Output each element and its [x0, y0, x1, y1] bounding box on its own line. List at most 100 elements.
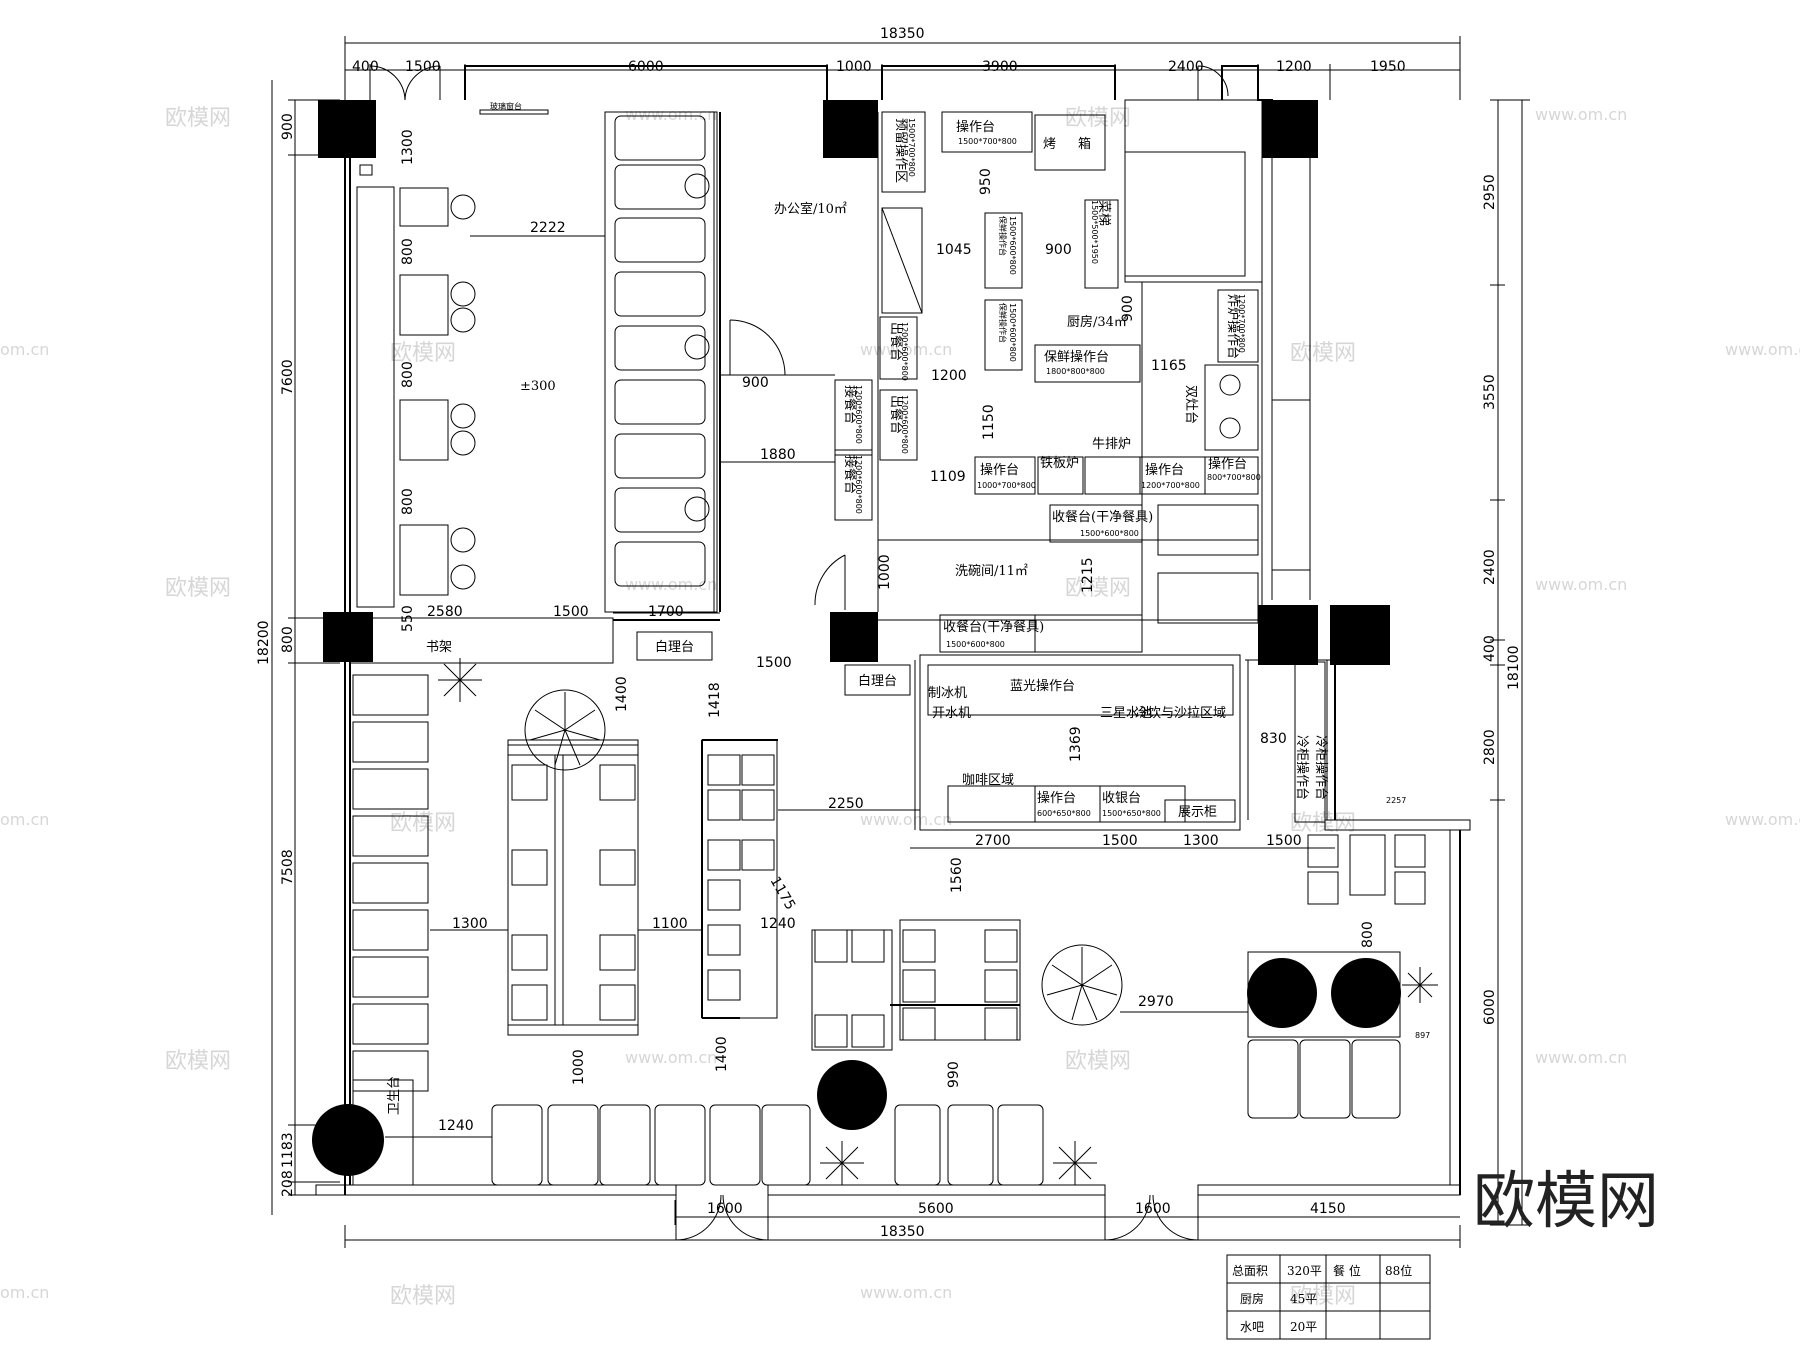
pass1-label: 接餐台	[842, 385, 858, 424]
dim: 1200	[931, 368, 967, 384]
blue-op-label: 蓝光操作台	[1010, 678, 1075, 694]
watermark-site: www.om.cn	[1535, 1048, 1627, 1067]
logo-text: 欧模网	[1473, 1164, 1659, 1237]
dim-left-seg: 208	[280, 1170, 296, 1197]
watermark-site: www.om.cn	[1535, 105, 1627, 124]
out1-spec: 1200*600*800	[900, 322, 909, 381]
bar-counter: 制冰机 开水机 蓝光操作台 三星水池 冷饮与沙拉区域 咖啡区域 操作台 600*…	[927, 664, 1329, 823]
dim-top-seg: 1950	[1370, 59, 1406, 75]
cabinet-label: 箱	[1078, 136, 1091, 152]
dim-left-total: 18200	[256, 620, 272, 665]
plants	[438, 658, 1438, 1185]
watermark-site: www.om.cn	[860, 810, 952, 829]
collect1-label: 收餐台(干净餐具)	[1052, 509, 1153, 525]
out2-spec: 1200*600*800	[900, 395, 909, 454]
dim-top-seg: 1500	[405, 59, 441, 75]
dim-right-seg: 2400	[1482, 549, 1498, 585]
fresh2-spec: 1500*600*800	[1008, 303, 1017, 362]
dim: 1240	[438, 1118, 474, 1134]
condiment1-label: 白理台	[655, 639, 694, 655]
table-cell: 餐 位	[1333, 1263, 1361, 1278]
watermark-text: 欧模网	[390, 811, 456, 836]
dim: 1300	[400, 129, 416, 165]
dim-top-seg: 2400	[1168, 59, 1204, 75]
dim: 1100	[652, 916, 688, 932]
watermark-text: 欧模网	[165, 576, 231, 601]
bottom-sofa	[491, 1104, 1044, 1186]
dining-right	[1247, 834, 1426, 1119]
watermark-text: 欧模网	[1290, 341, 1356, 366]
watermark-site: www.om.cn	[860, 340, 952, 359]
dim: 1000	[571, 1049, 587, 1085]
dim-right-seg: 6000	[1482, 989, 1498, 1025]
op4-spec: 800*700*800	[1207, 473, 1261, 482]
shelf-label: 书架	[426, 640, 452, 655]
watermark-text: 欧模网	[1290, 811, 1356, 836]
dim: 990	[946, 1061, 962, 1088]
ice-label: 制冰机	[928, 686, 967, 701]
watermark-text: 欧模网	[390, 1284, 456, 1309]
dim: 2700	[975, 833, 1011, 849]
cashier-label: 收银台	[1102, 791, 1141, 806]
cashier-spec: 1500*650*800	[1102, 809, 1161, 818]
label-wash: 洗碗间/11㎡	[955, 563, 1028, 579]
table-cell: 总面积	[1232, 1264, 1268, 1278]
dim: 900	[1045, 242, 1072, 258]
dim: 1045	[936, 242, 972, 258]
dim-top-seg: 400	[352, 59, 379, 75]
bar-area: 玻璃窗台 ±300	[356, 101, 556, 608]
booth-upper	[604, 111, 718, 613]
dim-top-seg: 1000	[836, 59, 872, 75]
stair-spec: 1500*500*1950	[1090, 200, 1099, 264]
dim-left-seg: 1183	[280, 1132, 296, 1168]
griddle-label: 铁板炉	[1040, 456, 1079, 471]
bar-side-label: 卫生台	[387, 1076, 402, 1115]
area-table: 总面积 320平 餐 位 88位 厨房 45平 水吧 20平	[1226, 1254, 1431, 1340]
fresh3-spec: 1800*800*800	[1046, 367, 1105, 376]
stair-label: 菜梯	[1096, 200, 1111, 226]
level-mark: ±300	[520, 379, 556, 394]
op3-label: 操作台	[1145, 462, 1184, 478]
oven-label: 烤	[1043, 137, 1056, 152]
table-cell: 320平	[1287, 1264, 1322, 1278]
cold-label: 冷饮与沙拉区域	[1135, 706, 1226, 721]
steak-label: 牛排炉	[1092, 437, 1131, 452]
dim: 550	[400, 605, 416, 632]
watermark-site: www.om.cn	[1535, 575, 1627, 594]
dim-right-seg: 2800	[1482, 729, 1498, 765]
pass2-spec: 1200*600*800	[854, 455, 863, 514]
dim: 1500	[756, 655, 792, 671]
dim: 1109	[930, 469, 966, 485]
watermark-site: www.om.cn	[1725, 340, 1800, 359]
dim: 1400	[714, 1036, 730, 1072]
prep-spec: 1500*700*800	[907, 118, 916, 177]
dim: 1880	[760, 447, 796, 463]
dim: 897	[1415, 1031, 1430, 1040]
dim-bottom-total: 18350	[880, 1224, 925, 1240]
dim: 1400	[614, 676, 630, 712]
watermark-text: 欧模网	[1290, 1284, 1356, 1309]
coffee-label: 咖啡区域	[962, 773, 1014, 788]
op4-label: 操作台	[1208, 456, 1247, 472]
watermark-site: www.om.cn	[860, 1283, 952, 1302]
dim: 1560	[949, 857, 965, 893]
dim-bottom-seg: 1600	[1135, 1201, 1171, 1217]
watermark-text: 欧模网	[165, 106, 231, 131]
top-dimensions: 18350 400 1500 6000 1000 3900 2400 1200 …	[344, 26, 1461, 100]
dim: 800	[1360, 921, 1376, 948]
inner-dimensions: 2222 900 1880 1300 800 800 800 550 2580 …	[385, 129, 1430, 1138]
label-office: 办公室/10㎡	[774, 201, 847, 217]
dim-right-seg: 2950	[1482, 174, 1498, 210]
dim: 1175	[767, 874, 799, 913]
doors	[369, 65, 1229, 1241]
collect2-spec: 1500*600*800	[946, 640, 1005, 649]
dim: 1369	[1068, 726, 1084, 762]
fresh2-label: 保鲜操作台	[998, 303, 1008, 343]
watermark-site: om.cn	[0, 810, 49, 829]
label-kitchen: 厨房/34㎡	[1067, 314, 1127, 330]
fresh1-label: 保鲜操作台	[998, 216, 1008, 256]
display-label: 展示柜	[1178, 805, 1217, 820]
table-cell: 88位	[1385, 1263, 1412, 1278]
dim-bottom-seg: 4150	[1310, 1201, 1346, 1217]
